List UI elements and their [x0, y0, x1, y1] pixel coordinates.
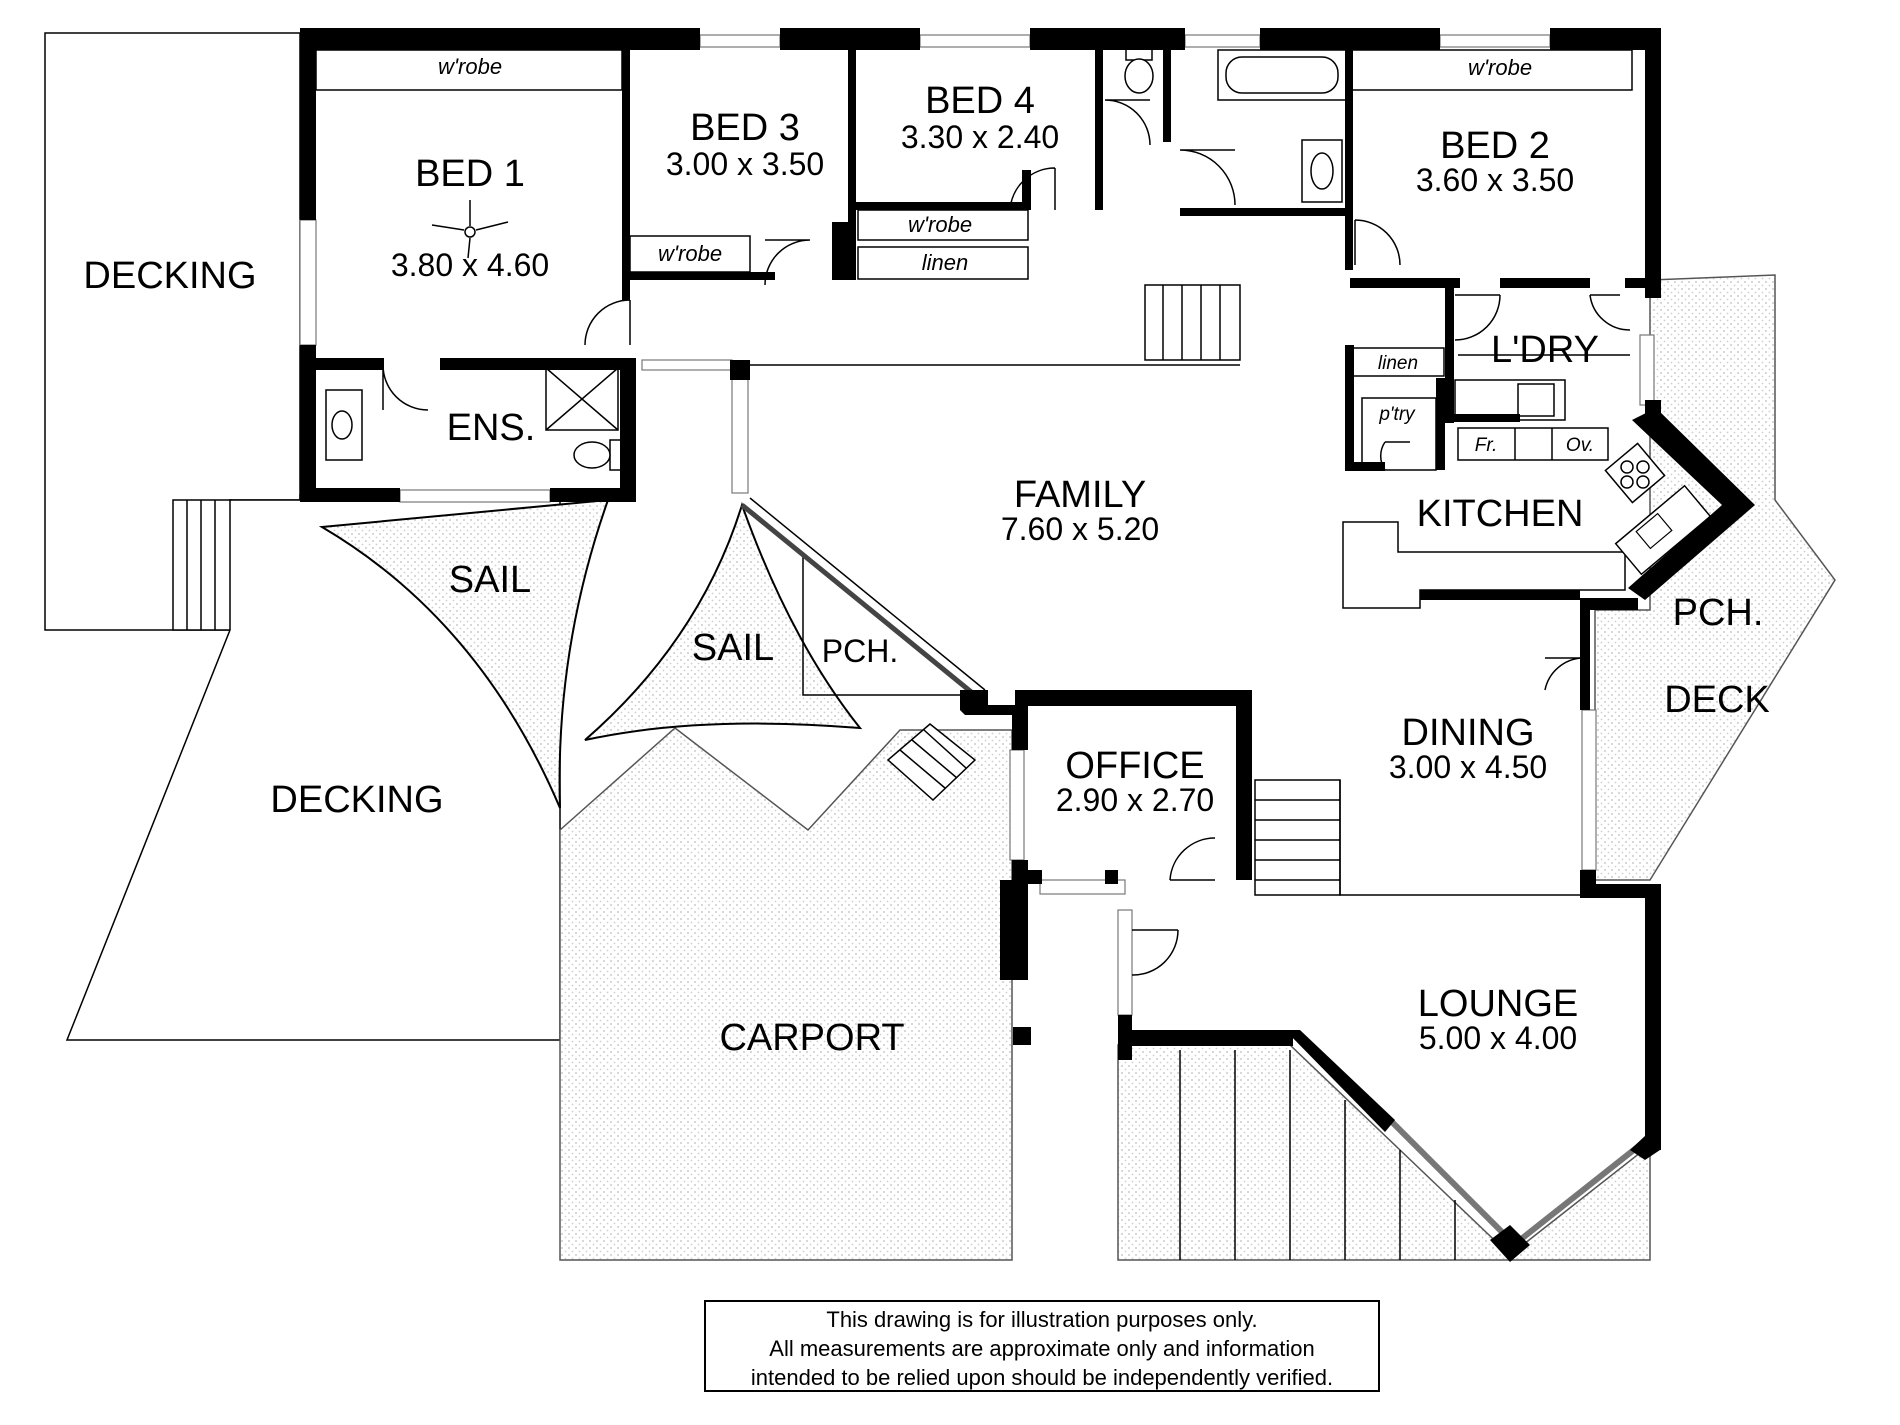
sail-centre-label: SAIL	[692, 627, 774, 669]
carport-label: CARPORT	[719, 1017, 904, 1059]
porch-centre-area	[740, 497, 986, 697]
trough-icon	[1517, 383, 1555, 417]
wrobe-bed2-label: w'robe	[1468, 55, 1532, 80]
kitchen-island	[1342, 521, 1626, 609]
bed4-dims: 3.30 x 2.40	[901, 119, 1059, 155]
sail-left-label: SAIL	[449, 559, 531, 601]
bed3-label: BED 3	[690, 107, 800, 149]
carport-post	[1013, 1027, 1031, 1045]
linen-kitchen: linen	[1351, 347, 1445, 377]
basin-icon	[1301, 139, 1343, 203]
bathroom-fixtures	[1124, 47, 1347, 203]
pantry-label: p'try	[1378, 404, 1416, 425]
linen-hall: linen	[857, 246, 1029, 280]
family-dims: 7.60 x 5.20	[1001, 511, 1159, 547]
carport-area	[559, 727, 1013, 1261]
disclaimer-line-2: All measurements are approximate only an…	[769, 1336, 1315, 1361]
linen-hall-label: linen	[922, 250, 968, 275]
bed1-label: BED 1	[415, 153, 525, 195]
decking-west-steps	[172, 499, 232, 631]
cooktop-icon	[1604, 442, 1666, 504]
decking-south-label: DECKING	[270, 779, 443, 821]
disclaimer-line-3: intended to be relied upon should be ind…	[750, 1365, 1334, 1390]
decking-west-label: DECKING	[83, 255, 256, 297]
interior-lines	[642, 284, 1626, 896]
bed2-dims: 3.60 x 3.50	[1416, 162, 1574, 198]
lounge-terrace-boards	[1179, 1050, 1456, 1260]
windows	[299, 34, 1655, 1243]
lounge-label: LOUNGE	[1418, 983, 1578, 1025]
wrobe-bed4-label: w'robe	[908, 212, 972, 237]
disclaimer-line-1: This drawing is for illustration purpose…	[826, 1307, 1258, 1332]
office-label: OFFICE	[1065, 745, 1204, 787]
fridge-label: Fr.	[1475, 435, 1498, 456]
deck-east-label: DECK	[1664, 679, 1770, 721]
ldry-label: L'DRY	[1491, 329, 1599, 371]
porch-east-label: PCH.	[1673, 592, 1764, 634]
laundry-fixtures	[1454, 354, 1630, 421]
office-dims: 2.90 x 2.70	[1056, 782, 1214, 818]
kitchen-label: KITCHEN	[1417, 493, 1584, 535]
bed2-label: BED 2	[1440, 125, 1550, 167]
kitchen-bench: Fr. Ov.	[1457, 427, 1712, 576]
bed1-dims: 3.80 x 4.60	[391, 247, 549, 283]
ensuite-fixtures	[325, 367, 625, 471]
wrobe-bed4: w'robe	[857, 209, 1029, 241]
bed3-dims: 3.00 x 3.50	[666, 146, 824, 182]
ceiling-fan-icon	[431, 200, 509, 259]
room-labels: BED 1 3.80 x 4.60 BED 3 3.00 x 3.50 BED …	[83, 80, 1769, 1059]
lounge-dims: 5.00 x 4.00	[1419, 1020, 1577, 1056]
carport-steps	[886, 723, 977, 802]
decking-west-area	[44, 32, 301, 631]
linen-kitchen-label: linen	[1378, 353, 1418, 374]
porch-centre-label: PCH.	[822, 633, 898, 669]
wrobe-bed2: w'robe	[1351, 49, 1633, 91]
dining-label: DINING	[1402, 712, 1535, 754]
sail-left	[318, 498, 610, 809]
disclaimer-box: This drawing is for illustration purpose…	[704, 1300, 1380, 1392]
ens-label: ENS.	[447, 407, 536, 449]
deck-east-area	[1594, 274, 1836, 881]
family-stairs	[1254, 779, 1341, 896]
sail-centre	[584, 501, 863, 741]
lounge-terrace	[1117, 1044, 1651, 1261]
dining-dims: 3.00 x 4.50	[1389, 749, 1547, 785]
family-label: FAMILY	[1014, 474, 1146, 516]
wrobe-bed3: w'robe	[629, 235, 751, 273]
wrobe-bed1-label: w'robe	[438, 54, 502, 79]
bed4-label: BED 4	[925, 80, 1035, 122]
wrobe-bed3-label: w'robe	[658, 241, 722, 266]
wrobe-bed1: w'robe	[315, 49, 623, 91]
pantry: p'try	[1361, 397, 1437, 471]
oven-label: Ov.	[1566, 435, 1594, 456]
walls	[300, 28, 1755, 1262]
kitchen-sink-icon	[1614, 484, 1712, 576]
toilet-icon	[1124, 47, 1154, 94]
ens-toilet-icon	[573, 439, 625, 471]
